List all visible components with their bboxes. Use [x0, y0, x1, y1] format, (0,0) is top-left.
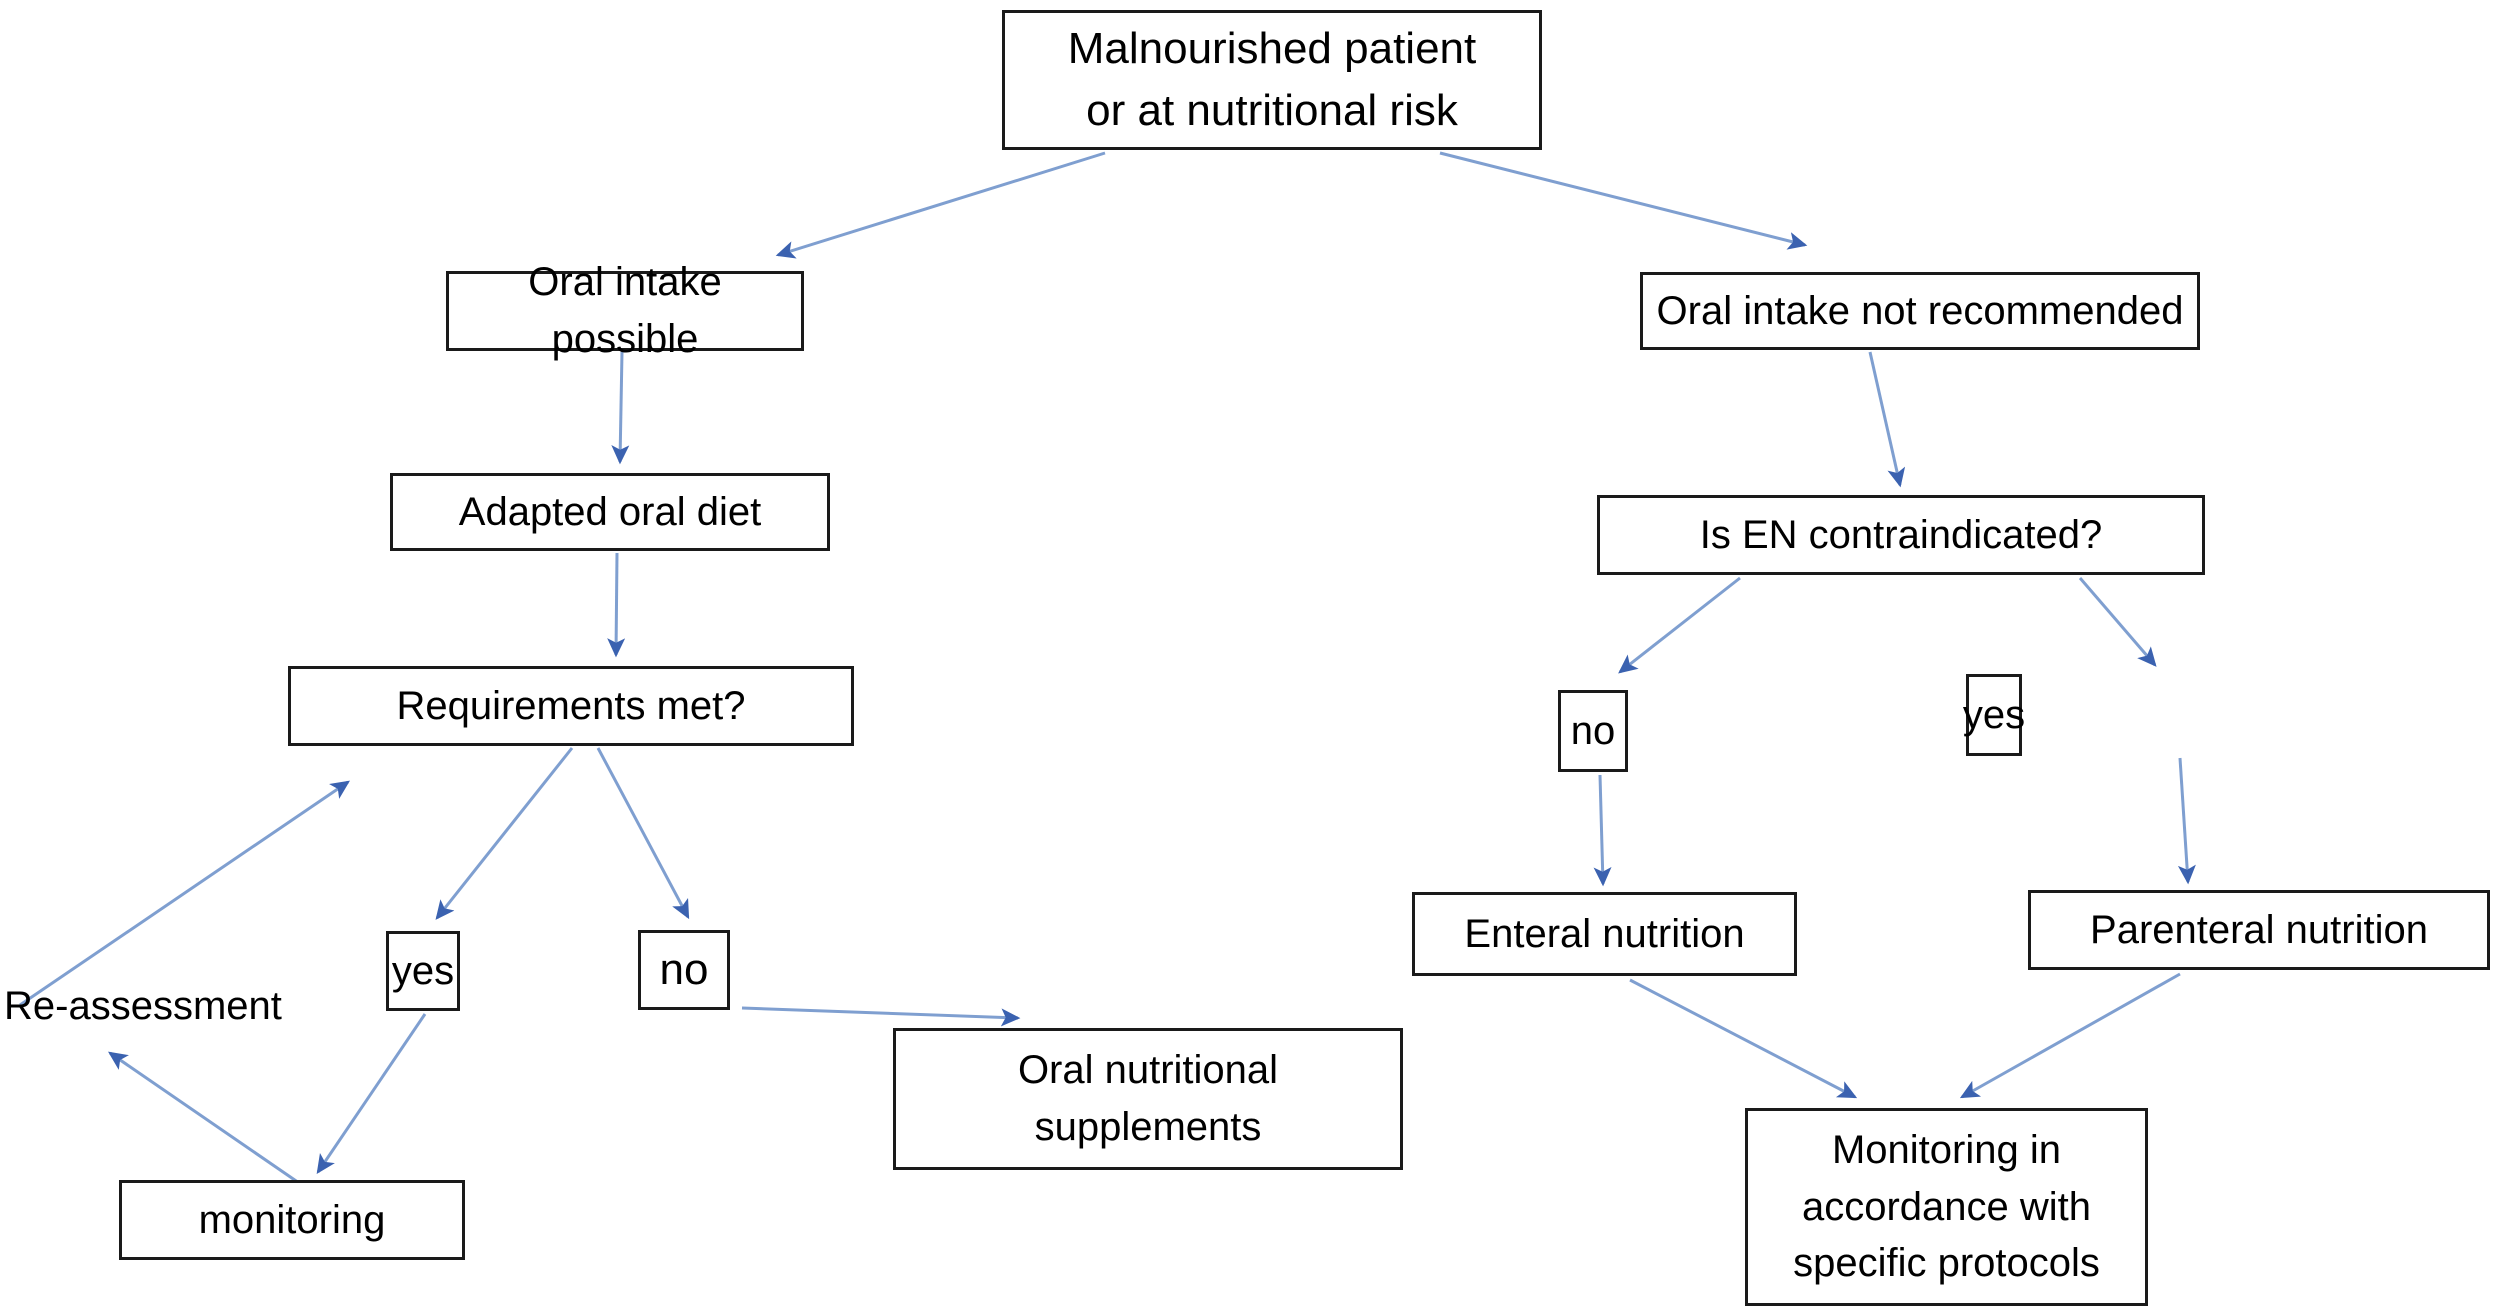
- flow-node-label-enteral-nutrition: Enteral nutrition: [1464, 911, 1745, 956]
- flow-node-adapted-oral-diet[interactable]: Adapted oral diet: [390, 473, 830, 551]
- flow-edge-monitoring-to-reassessment: [108, 1051, 303, 1187]
- flow-node-enteral-nutrition[interactable]: Enteral nutrition: [1412, 892, 1797, 976]
- flow-edge-en-yes-to-parenteral: [2177, 757, 2196, 885]
- flow-node-monitoring-protocols[interactable]: Monitoring in accordance with specific p…: [1745, 1108, 2148, 1306]
- flow-edge-requirements-to-yes: [435, 747, 574, 920]
- flow-edge-oral-possible-to-adapted-diet: [611, 351, 630, 465]
- flow-node-parenteral-nutrition[interactable]: Parenteral nutrition: [2028, 890, 2490, 970]
- flow-edge-en-question-to-yes: [2078, 577, 2157, 667]
- flow-edge-malnourished-to-oral-possible: [775, 151, 1106, 259]
- flow-node-requirements-met[interactable]: Requirements met?: [288, 666, 854, 746]
- flow-edge-oral-not-recommended-to-en-question: [1868, 351, 1906, 488]
- flow-node-oral-intake-not-recommended[interactable]: Oral intake not recommended: [1640, 272, 2200, 350]
- flow-edge-requirements-to-no: [596, 747, 690, 920]
- flow-node-req-yes[interactable]: yes: [386, 931, 460, 1011]
- flow-node-label-en-no: no: [1570, 708, 1616, 753]
- flow-node-en-yes[interactable]: yes: [1963, 674, 2025, 756]
- flow-node-label-en-yes: yes: [1962, 692, 2026, 737]
- flow-node-oral-nutritional-supplements[interactable]: Oral nutritional supplements: [893, 1028, 1403, 1170]
- flow-node-malnourished[interactable]: Malnourished patient or at nutritional r…: [1002, 10, 1542, 150]
- flow-edge-req-no-to-supplements: [741, 1006, 1021, 1027]
- flow-node-label-adapted-oral-diet: Adapted oral diet: [458, 489, 762, 534]
- flow-node-label-oral-intake-not-recommended: Oral intake not recommended: [1656, 288, 2184, 333]
- flow-node-is-en-contraindicated[interactable]: Is EN contraindicated?: [1597, 495, 2205, 575]
- flow-node-label-oral-intake-possible: Oral intake possible: [528, 260, 722, 361]
- flow-edge-en-no-to-enteral: [1593, 774, 1612, 887]
- flow-node-req-no[interactable]: no: [638, 930, 730, 1010]
- flow-node-oral-intake-possible[interactable]: Oral intake possible: [446, 260, 804, 361]
- flow-node-label-malnourished: Malnourished patient or at nutritional r…: [1067, 23, 1477, 135]
- flow-node-monitoring[interactable]: monitoring: [119, 1180, 465, 1260]
- flow-edge-enteral-to-protocols: [1629, 978, 1858, 1099]
- flow-edge-adapted-diet-to-requirements: [607, 552, 626, 658]
- flow-node-label-oral-nutritional-supplements: Oral nutritional supplements: [1017, 1048, 1279, 1149]
- flow-edge-en-question-to-no: [1618, 576, 1741, 674]
- flow-edge-req-yes-to-monitoring: [316, 1013, 427, 1174]
- flow-node-label-is-en-contraindicated: Is EN contraindicated?: [1699, 512, 2103, 557]
- flow-node-label-monitoring-protocols: Monitoring in accordance with specific p…: [1793, 1127, 2100, 1286]
- flow-node-label-monitoring: monitoring: [198, 1197, 386, 1242]
- flow-edge-parenteral-to-protocols: [1959, 972, 2181, 1099]
- flow-text-re-assessment: Re-assessment: [4, 984, 282, 1028]
- flow-node-label-req-yes: yes: [391, 948, 455, 993]
- flow-node-label-req-no: no: [659, 944, 709, 994]
- flow-node-label-requirements-met: Requirements met?: [396, 683, 746, 728]
- flow-edge-reassessment-to-requirements: [19, 780, 350, 1007]
- flow-node-en-no[interactable]: no: [1558, 690, 1628, 772]
- flow-node-label-parenteral-nutrition: Parenteral nutrition: [2090, 907, 2428, 952]
- flow-edge-malnourished-to-oral-not-recommended: [1439, 151, 1808, 250]
